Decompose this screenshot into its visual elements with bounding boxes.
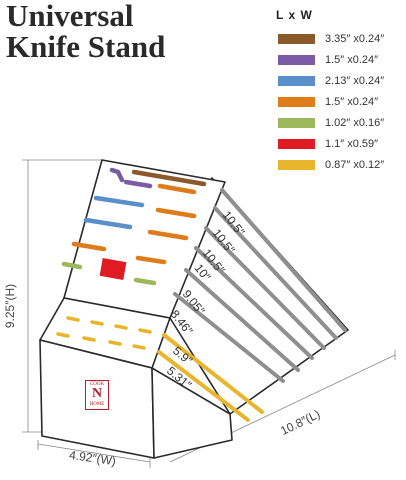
legend-header: L x W xyxy=(276,8,313,22)
legend-label: 0.87″ x0.12″ xyxy=(325,158,385,171)
legend-row: 1.1″ x0.59″ xyxy=(278,133,384,154)
small-slots xyxy=(61,167,207,286)
legend-row: 3.35″ x0.24″ xyxy=(278,28,384,49)
legend-label: 1.5″ x0.24″ xyxy=(325,53,379,66)
slot-blue-2 xyxy=(83,217,133,230)
legend-label: 3.35″ x0.24″ xyxy=(325,32,385,45)
slot-orange-2 xyxy=(155,207,197,219)
slot-green-1 xyxy=(61,261,83,270)
legend-label: 1.5″ x0.24″ xyxy=(325,95,379,108)
legend-label: 1.02″ x0.16″ xyxy=(325,116,385,129)
slot-green-2 xyxy=(133,277,157,286)
slot-orange-5 xyxy=(135,255,167,265)
slot-size-legend: 3.35″ x0.24″ 1.5″ x0.24″ 2.13″ x0.24″ 1.… xyxy=(278,28,384,175)
logo-text-top: COOK xyxy=(89,382,105,387)
legend-swatch xyxy=(278,138,315,149)
slot-length-labels: 10.5″ 10.5″ 10.5″ 10″ 9.05″ 8.46″ 5.9″ 5… xyxy=(164,208,248,392)
slot-red-square xyxy=(99,258,127,280)
legend-row: 2.13″ x0.24″ xyxy=(278,70,384,91)
legend-label: 2.13″ x0.24″ xyxy=(325,74,385,87)
short-knife-slots xyxy=(157,333,264,422)
slot-purple-2 xyxy=(115,169,125,183)
legend-row: 1.02″ x0.16″ xyxy=(278,112,384,133)
legend-row: 1.5″ x0.24″ xyxy=(278,49,384,70)
logo-text-main: N xyxy=(91,386,103,401)
logo-text-bottom: HOME xyxy=(89,402,105,407)
title-line-1: Universal xyxy=(6,0,134,33)
legend-label: 1.1″ x0.59″ xyxy=(325,137,379,150)
dimension-lines xyxy=(22,159,396,468)
slot-orange-3 xyxy=(147,229,189,241)
cooknhome-logo: COOK N HOME xyxy=(85,380,109,410)
legend-swatch xyxy=(278,33,315,44)
slot-purple-3 xyxy=(123,179,153,189)
legend-swatch xyxy=(278,117,315,128)
legend-swatch xyxy=(278,159,315,170)
steak-knife-slots xyxy=(56,316,152,350)
legend-swatch xyxy=(278,75,315,86)
slot-orange-4 xyxy=(71,241,107,252)
product-title: Universal Knife Stand xyxy=(6,0,165,62)
legend-swatch xyxy=(278,96,315,107)
long-knife-slots xyxy=(173,188,347,383)
slot-brown xyxy=(131,169,207,187)
width-label: 4.92″(W) xyxy=(68,448,116,468)
slot-orange-1 xyxy=(157,183,197,195)
legend-row: 1.5″ x0.24″ xyxy=(278,91,384,112)
length-label: 10.8″(L) xyxy=(278,407,322,438)
legend-row: 0.87″ x0.12″ xyxy=(278,154,384,175)
height-label: 9.25″(H) xyxy=(3,284,17,328)
title-line-2: Knife Stand xyxy=(6,29,166,64)
legend-swatch xyxy=(278,54,315,65)
slot-blue-1 xyxy=(93,195,145,208)
